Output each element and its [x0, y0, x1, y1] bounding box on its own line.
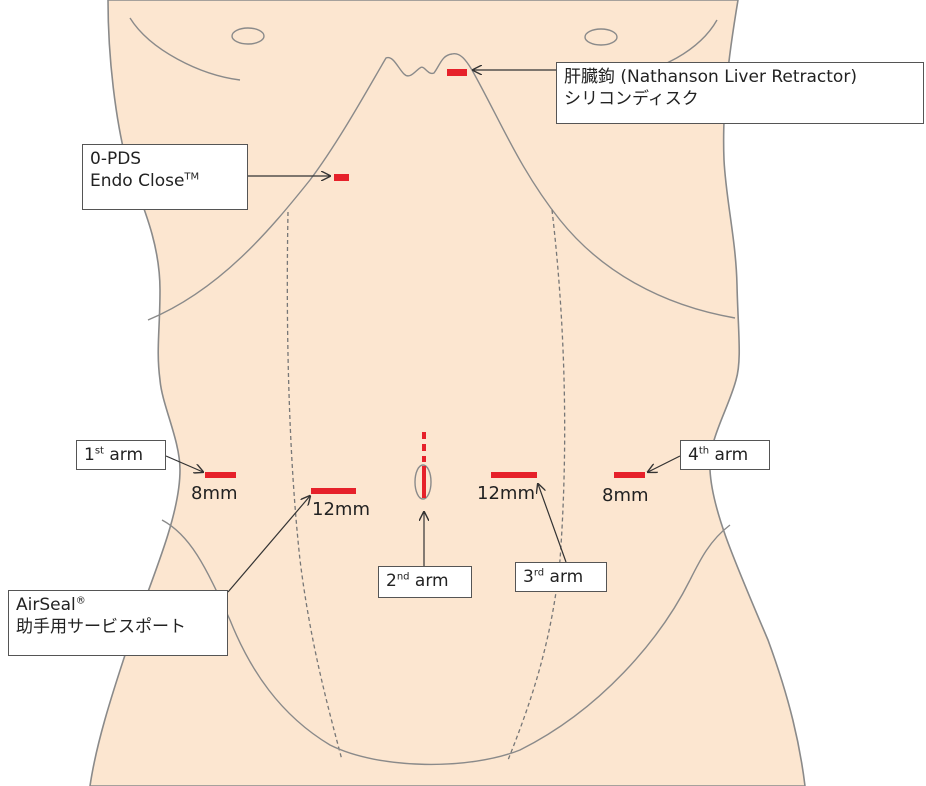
liver-retractor-label-line2: シリコンディスク [564, 88, 916, 110]
assist-port-incision [311, 488, 356, 494]
pds-incision [334, 174, 349, 181]
assist-port-size: 12mm [312, 500, 370, 520]
airseal-label-line2: 助手用サービスポート [16, 616, 220, 638]
arm4-size: 8mm [602, 486, 649, 506]
arm1-incision [205, 472, 236, 478]
pds-label-line1: 0-PDS [90, 148, 240, 170]
arm1-label: 1st arm [76, 440, 166, 470]
arm4-incision [614, 472, 645, 478]
arm4-label: 4th arm [680, 440, 770, 470]
liver-retractor-label: 肝臓鉤 (Nathanson Liver Retractor) シリコンディスク [556, 62, 924, 124]
arm3-incision [491, 472, 537, 478]
liver-retractor-incision [447, 69, 467, 76]
arm1-size: 8mm [191, 484, 238, 504]
endo-close-text: Endo Close [90, 171, 184, 191]
arm3-label: 3rd arm [515, 562, 607, 592]
liver-retractor-label-line1: 肝臓鉤 (Nathanson Liver Retractor) [564, 66, 916, 88]
arm3-size: 12mm [477, 484, 535, 504]
arm2-label: 2nd arm [378, 566, 472, 598]
trademark-mark: TM [184, 171, 199, 182]
airseal-label: AirSeal® 助手用サービスポート [8, 590, 228, 656]
pds-label: 0-PDS Endo CloseTM [82, 144, 248, 210]
pds-label-line2: Endo CloseTM [90, 170, 240, 192]
airseal-label-line1: AirSeal® [16, 594, 220, 616]
